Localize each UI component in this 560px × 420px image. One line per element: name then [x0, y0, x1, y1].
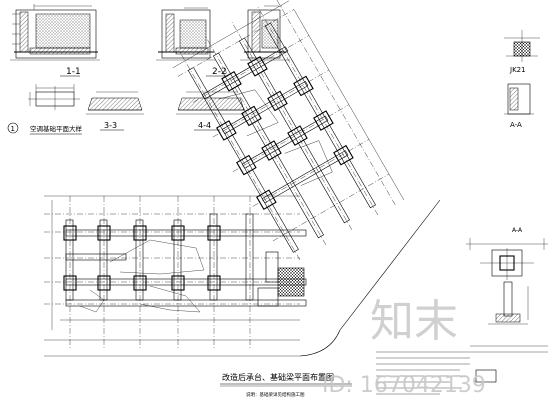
section-1-1: [10, 4, 100, 61]
section-2-2: [156, 7, 216, 61]
section-2-2-label: 2-2: [212, 67, 227, 77]
watermark-brand: 知末: [370, 296, 458, 347]
section-top-right: [240, 5, 290, 61]
detail-title: 空调基础平面大样: [30, 124, 83, 133]
section-3-3-label: 3-3: [104, 121, 117, 130]
section-3-3: [86, 91, 144, 115]
detail-marker: [7, 122, 19, 134]
section-4-4: [176, 91, 246, 115]
aa-small-detail: [504, 83, 534, 115]
section-1-1-label: 1-1: [66, 67, 81, 77]
aa-detail-label: A-A: [512, 227, 523, 234]
notes-block: [376, 345, 548, 395]
plan-title: 改造后承台、基础梁平面布置图: [222, 372, 334, 382]
aa-small-label: A-A: [510, 121, 522, 129]
jk21-detail: [504, 30, 540, 62]
aa-detail: [466, 238, 548, 325]
detail-marker-number: 1: [11, 125, 15, 133]
watermark-id: ID: 167042139: [322, 373, 486, 398]
ac-foundation-detail: [28, 84, 80, 110]
foundation-plan: [44, 0, 441, 357]
plan-scale-note: 说明：基础梁详见结构施工图: [246, 391, 305, 398]
section-4-4-label: 4-4: [198, 121, 211, 130]
jk21-label: JK21: [509, 66, 526, 74]
